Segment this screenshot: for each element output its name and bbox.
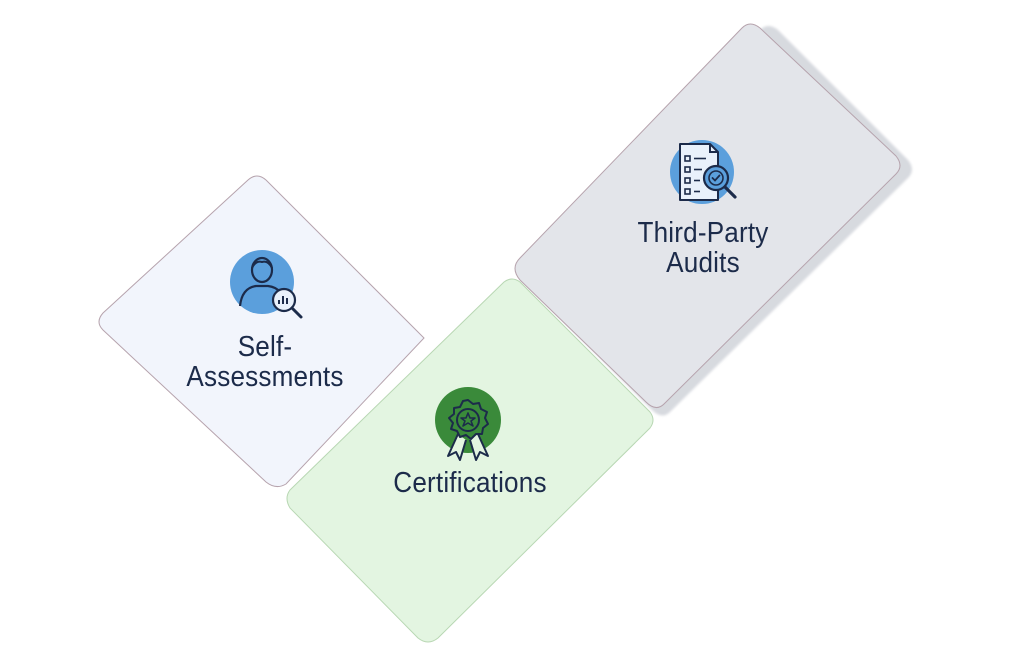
third-party-audits-label: Third-Party Audits: [609, 218, 798, 278]
third-party-audits-line-1: Third-Party: [637, 217, 769, 249]
card-self-assessments: [98, 175, 425, 488]
certifications-line-1: Certifications: [393, 467, 547, 499]
self-assessments-line-1: Self-: [237, 331, 293, 363]
person-analytics-icon: [226, 244, 306, 324]
self-assessments-label: Self- Assessments: [175, 332, 355, 392]
award-badge-icon: [428, 384, 508, 464]
card-third-party-audits: [514, 23, 912, 416]
audit-checklist-icon: [664, 136, 744, 216]
self-assessments-line-2: Assessments: [186, 361, 344, 393]
certifications-label: Certifications: [371, 468, 569, 498]
card-certifications: [286, 278, 654, 643]
third-party-audits-line-2: Audits: [666, 247, 740, 279]
